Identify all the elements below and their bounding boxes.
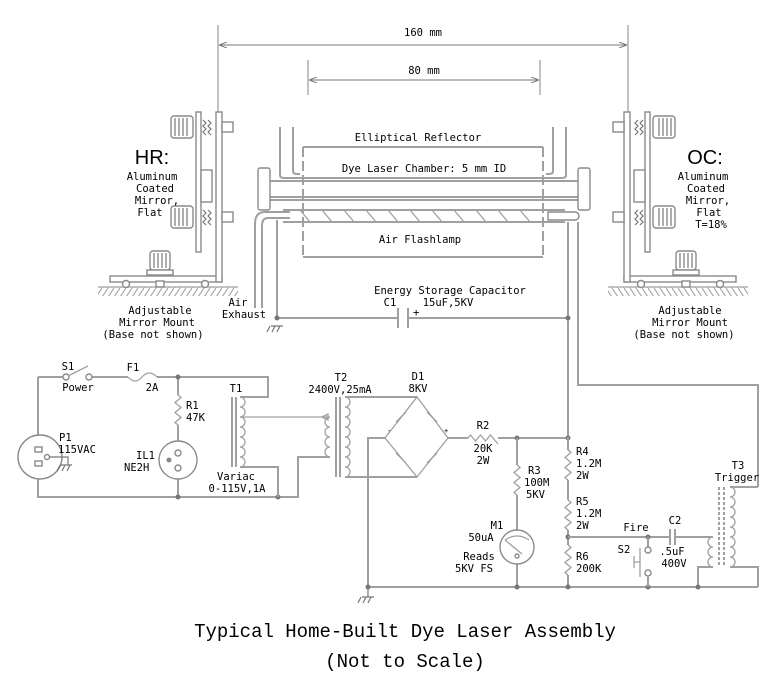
diagram-title: Typical Home-Built Dye Laser Assembly [194, 621, 616, 643]
t2-value: 2400V,25mA [308, 384, 372, 396]
variac-wiper-arrow [320, 412, 329, 422]
t1-ref: T1 [230, 383, 243, 395]
c1-caption: Energy Storage Capacitor [374, 285, 526, 297]
r1-ref: R1 [186, 400, 199, 412]
r2-ref: R2 [477, 420, 490, 432]
hr-mount-line: Adjustable [128, 305, 191, 317]
resistor-r2 [467, 433, 499, 445]
r6-ref: R6 [576, 551, 589, 563]
r2-line: 20K [474, 443, 494, 455]
air-exhaust-label: Exhaust [222, 309, 266, 321]
f1-ref: F1 [127, 362, 140, 374]
c1-polarity: + [413, 307, 419, 319]
d1-value: 8KV [409, 383, 429, 395]
resistor-r5 [563, 499, 573, 531]
r1-value: 47K [186, 412, 206, 424]
dimension-160mm: 160 mm [404, 27, 442, 39]
c2-ref: C2 [669, 515, 682, 527]
f1-value: 2A [146, 382, 159, 394]
resistor-r6 [563, 544, 573, 576]
r3-line: 100M [524, 477, 549, 489]
air-exhaust-label: Air [229, 297, 248, 309]
hr-line: Aluminum [127, 171, 178, 183]
r4-line: 2W [576, 470, 589, 482]
hr-mount-line: Mirror Mount [119, 317, 195, 329]
transformer-t2-secondary [344, 396, 351, 478]
transformer-t2-primary [324, 416, 331, 458]
hr-line: Mirror, [135, 195, 179, 207]
c2-line: 400V [661, 558, 687, 570]
diagram-subtitle: (Not to Scale) [325, 651, 485, 673]
oc-mount-line: Adjustable [658, 305, 721, 317]
d1-minus: - [387, 427, 391, 435]
power-circuit [17, 365, 759, 604]
oc-title: OC: [687, 147, 723, 169]
hr-line: Coated [136, 183, 174, 195]
m1-ref: M1 [491, 520, 504, 532]
oc-line: Coated [687, 183, 725, 195]
oc-line: Aluminum [678, 171, 729, 183]
dimension-80mm: 80 mm [408, 65, 440, 77]
s2-ref: S2 [618, 544, 631, 556]
hr-title: HR: [135, 147, 169, 169]
oc-mirror-label: OC: Aluminum Coated Mirror, Flat T=18% A… [633, 147, 734, 341]
t1-line: 0-115V,1A [209, 483, 267, 495]
il1-value: NE2H [124, 462, 149, 474]
r3-ref: R3 [528, 465, 541, 477]
elliptical-reflector-label: Elliptical Reflector [355, 132, 481, 144]
diode-d1-1 [395, 411, 407, 423]
hr-line: Flat [137, 207, 162, 219]
diode-d1-2 [426, 411, 438, 423]
r2-line: 2W [477, 455, 490, 467]
r5-line: 2W [576, 520, 589, 532]
hr-mount-line: (Base not shown) [102, 329, 203, 341]
trigger-t3-primary [707, 536, 714, 568]
resistor-r4 [563, 449, 573, 481]
m1-line: Reads [463, 551, 495, 563]
oc-mount-line: (Base not shown) [633, 329, 734, 341]
c2-line: .5uF [659, 546, 684, 558]
oc-line: Mirror, [686, 195, 730, 207]
s2-label: Fire [623, 522, 648, 534]
oc-line: Flat [696, 207, 721, 219]
flashlamp-label: Air Flashlamp [379, 234, 461, 246]
t3-ref: T3 [732, 460, 745, 472]
trigger-t3-secondary [729, 486, 736, 568]
oc-line: T=18% [695, 219, 727, 231]
r5-line: 1.2M [576, 508, 601, 520]
t2-ref: T2 [335, 372, 348, 384]
diode-d1-3 [395, 452, 407, 464]
capacitor-c1 [266, 308, 571, 333]
dimension-lines [217, 25, 629, 125]
d1-ref: D1 [412, 371, 425, 383]
s1-ref: S1 [62, 361, 75, 373]
r4-ref: R4 [576, 446, 589, 458]
m1-value: 50uA [468, 532, 494, 544]
variac-t1-coil [239, 396, 246, 468]
il1-ref: IL1 [136, 450, 155, 462]
r4-line: 1.2M [576, 458, 601, 470]
resistor-r3 [512, 464, 522, 496]
t1-line: Variac [217, 471, 255, 483]
d1-plus: + [444, 427, 448, 435]
r6-value: 200K [576, 563, 602, 575]
generated-symbols [173, 394, 736, 576]
p1-ref: P1 [59, 432, 72, 444]
oc-mount-line: Mirror Mount [652, 317, 728, 329]
hr-mirror-label: HR: Aluminum Coated Mirror, Flat Adjusta… [102, 147, 203, 341]
r3-line: 5KV [526, 489, 546, 501]
diode-d1-4 [426, 452, 438, 464]
resistor-r1 [173, 394, 183, 426]
c1-ref: C1 [384, 297, 397, 309]
laser-head [254, 127, 759, 487]
dye-chamber-label: Dye Laser Chamber: 5 mm ID [342, 163, 506, 175]
r5-ref: R5 [576, 496, 589, 508]
s1-label: Power [62, 382, 94, 394]
m1-line: 5KV FS [455, 563, 493, 575]
p1-value: 115VAC [58, 444, 96, 456]
c1-value: 15uF,5KV [423, 297, 474, 309]
t3-label: Trigger [715, 472, 759, 484]
flashlamp-trigger-wire [299, 209, 531, 223]
